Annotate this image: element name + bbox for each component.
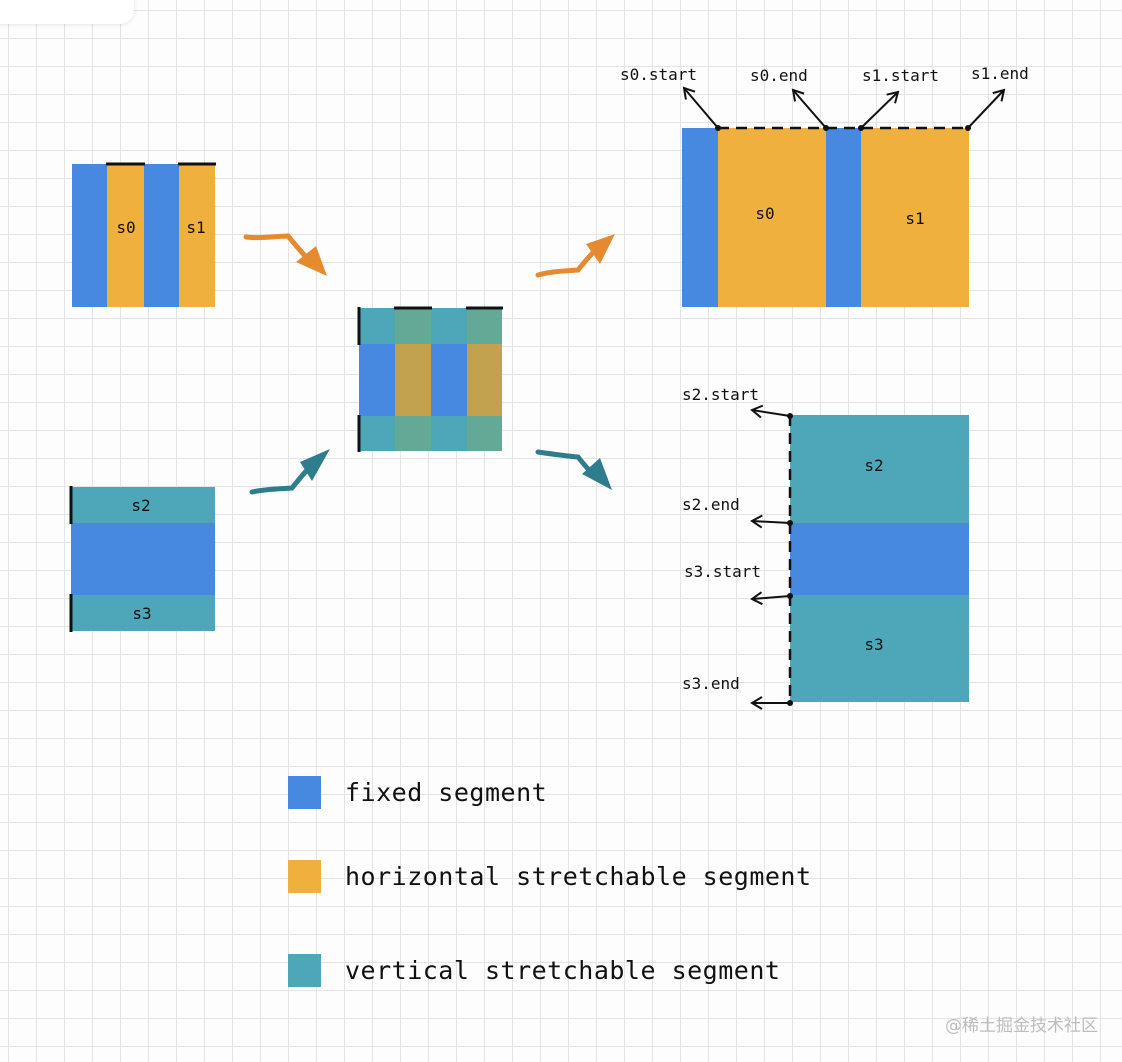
- legend-label-vertical: vertical stretchable segment: [345, 956, 781, 985]
- s2-end-label: s2.end: [682, 495, 740, 514]
- s1-block: [179, 164, 215, 307]
- legend-label-horizontal: horizontal stretchable segment: [345, 862, 812, 891]
- fixed-segment-block: [790, 523, 969, 595]
- s0-block: [107, 164, 144, 307]
- legend-swatch-horizontal: [288, 860, 321, 893]
- fixed-segment-block: [144, 164, 179, 307]
- corner-card: [0, 0, 134, 24]
- s2-start-label: s2.start: [682, 385, 759, 404]
- s1-block: [861, 128, 969, 307]
- vertical-stretch-result: s2 s3 s2.start s2.end s3.start s3.end: [682, 385, 969, 710]
- s0-end-label: s0.end: [750, 66, 808, 85]
- fixed-segment-block: [72, 164, 107, 307]
- s2-label: s2: [131, 496, 150, 515]
- s0-label: s0: [116, 218, 135, 237]
- flow-arrows: [243, 233, 615, 495]
- s0-start-label: s0.start: [620, 65, 697, 84]
- s1-end-label: s1.end: [971, 64, 1029, 83]
- watermark: @稀土掘金技术社区: [945, 1016, 1098, 1036]
- s1-label: s1: [905, 209, 924, 228]
- fixed-segment-block: [682, 128, 718, 307]
- combined-grid: [357, 306, 503, 452]
- s0-label: s0: [755, 204, 774, 223]
- legend-swatch-vertical: [288, 954, 321, 987]
- s3-label: s3: [132, 604, 151, 623]
- horizontal-segments-source: s0 s1: [72, 162, 216, 307]
- s3-block: [790, 595, 969, 702]
- s2-block: [71, 487, 215, 523]
- horizontal-stretch-result: s0 s1 s0.start s0.end s1.start s1.end: [620, 64, 1029, 307]
- s2-label: s2: [864, 456, 883, 475]
- legend-item-horizontal: horizontal stretchable segment: [288, 860, 812, 893]
- s0-block: [718, 128, 826, 307]
- vertical-segments-source: s2 s3: [69, 486, 215, 632]
- legend-swatch-fixed: [288, 776, 321, 809]
- s3-label: s3: [864, 635, 883, 654]
- legend-item-vertical: vertical stretchable segment: [288, 954, 780, 987]
- s3-start-label: s3.start: [684, 562, 761, 581]
- legend-item-fixed: fixed segment: [288, 776, 547, 809]
- s2-block: [790, 415, 969, 523]
- s1-label: s1: [186, 218, 205, 237]
- fixed-segment-block: [71, 523, 215, 595]
- s3-block: [71, 595, 215, 631]
- legend-label-fixed: fixed segment: [345, 778, 548, 807]
- s3-end-label: s3.end: [682, 674, 740, 693]
- fixed-segment-block: [826, 128, 861, 307]
- s1-start-label: s1.start: [862, 66, 939, 85]
